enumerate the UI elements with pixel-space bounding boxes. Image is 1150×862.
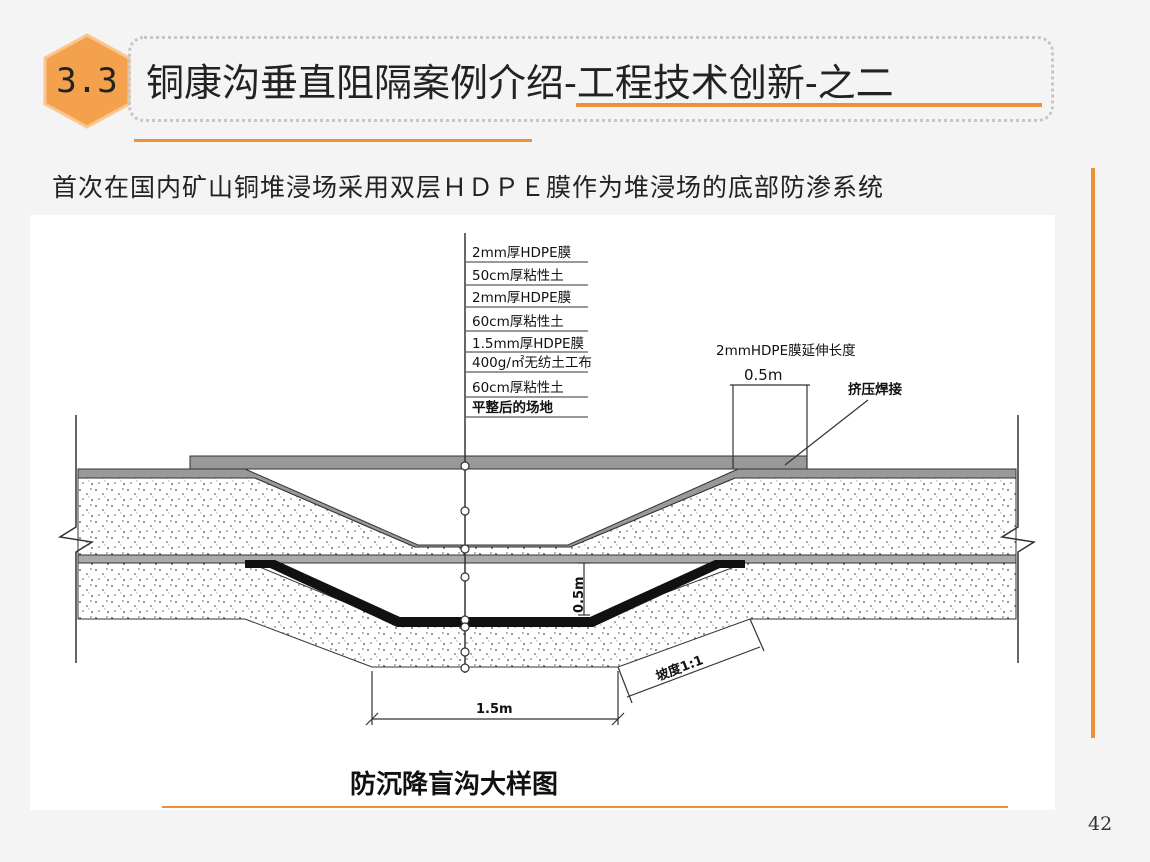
width-label: 1.5m [476, 702, 513, 717]
extension-value: 0.5m [744, 366, 782, 384]
left-boundary [57, 415, 95, 663]
title-underline [576, 103, 1042, 107]
membrane-extension [189, 455, 808, 470]
middle-hdpe-membrane [77, 554, 1017, 564]
subtitle: 首次在国内矿山铜堆浸场采用双层ＨＤＰＥ膜作为堆浸场的底部防渗系统 [52, 173, 885, 202]
section-number: 3.3 [56, 61, 118, 101]
width-dimension [365, 671, 625, 726]
layer-label: 60cm厚粘性土 [472, 314, 564, 330]
weld-label: 挤压焊接 [848, 381, 902, 398]
right-boundary [999, 415, 1037, 663]
title-frame [128, 36, 1054, 122]
layer-label: 1.5mm厚HDPE膜 [472, 336, 584, 352]
diagram-caption: 防沉降盲沟大样图 [350, 769, 558, 800]
drain-ditch-diagram: 2mm厚HDPE膜 50cm厚粘性土 2mm厚HDPE膜 60cm厚粘性土 1.… [57, 233, 1037, 800]
depth-dimension [578, 562, 590, 616]
layer-label: 平整后的场地 [472, 399, 553, 416]
layer-label: 2mm厚HDPE膜 [472, 245, 571, 261]
upper-clay-layer [77, 477, 1017, 556]
top-hdpe-membrane [77, 468, 1017, 548]
layer-label: 50cm厚粘性土 [472, 268, 564, 284]
layer-labels: 2mm厚HDPE膜 50cm厚粘性土 2mm厚HDPE膜 60cm厚粘性土 1.… [466, 245, 592, 418]
slope-label: 坡度1:1 [654, 652, 706, 685]
extension-label: 2mmHDPE膜延伸长度 [716, 343, 856, 359]
lower-clay-layer [77, 562, 1017, 668]
right-accent-bar [1091, 168, 1095, 738]
page-title: 铜康沟垂直阻隔案例介绍-工程技术创新-之二 [146, 61, 894, 105]
center-nodes [460, 461, 470, 673]
header-divider [134, 139, 532, 142]
extension-dimension [730, 384, 810, 469]
slope-dimension [617, 618, 765, 704]
layer-label: 60cm厚粘性土 [472, 380, 564, 396]
diagram-panel: 2mm厚HDPE膜 50cm厚粘性土 2mm厚HDPE膜 60cm厚粘性土 1.… [30, 215, 1055, 810]
layer-label: 400g/㎡无纺土工布 [472, 355, 592, 371]
footer-divider [162, 806, 1008, 808]
page-number: 42 [1088, 813, 1113, 835]
lower-hdpe-membrane [245, 560, 745, 627]
weld-leader [784, 399, 869, 466]
layer-label: 2mm厚HDPE膜 [472, 290, 571, 306]
depth-label: 0.5m [572, 576, 587, 613]
